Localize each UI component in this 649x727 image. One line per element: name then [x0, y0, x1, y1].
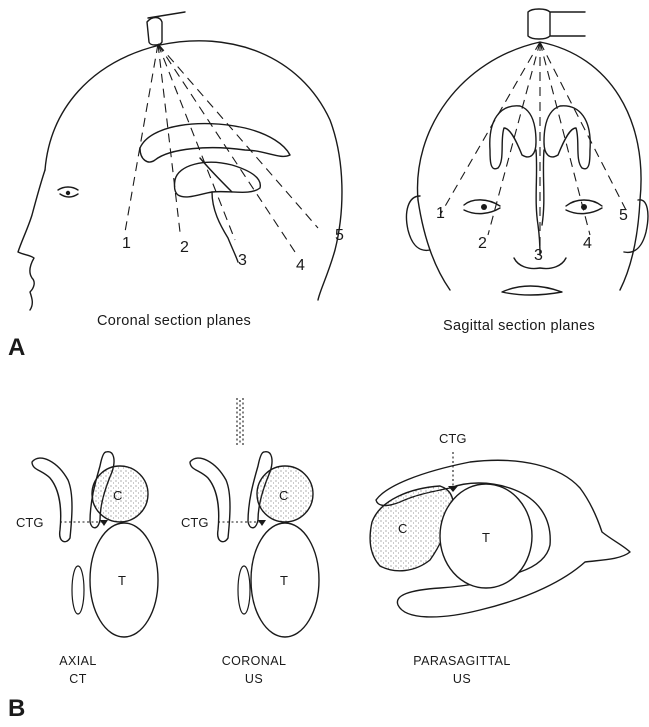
coronal-us-caption-line2: US — [245, 672, 263, 686]
sagittal-plane-5: 5 — [619, 207, 628, 224]
coronal-us-caption-line1: CORONAL — [222, 654, 287, 668]
axial-c-label: C — [113, 488, 122, 503]
sagittal-plane-1: 1 — [436, 205, 445, 222]
axial-caption-line2: CT — [69, 672, 86, 686]
parasagittal-c-label: C — [398, 521, 407, 536]
coronal-plane-4: 4 — [296, 257, 305, 274]
axial-t-label: T — [118, 573, 126, 588]
coronal-head-profile — [18, 12, 342, 310]
sagittal-caption: Sagittal section planes — [443, 318, 595, 334]
axial-caption-line1: AXIAL — [59, 654, 96, 668]
panel-label-a: A — [8, 334, 25, 361]
coronal-plane-3: 3 — [238, 252, 247, 269]
parasagittal-t-label: T — [482, 530, 490, 545]
parasagittal-caption-line2: US — [453, 672, 471, 686]
parasagittal-caption-line1: PARASAGITTAL — [413, 654, 510, 668]
coronal-caption: Coronal section planes — [97, 313, 251, 329]
coronal-us-diagram — [190, 398, 319, 637]
sagittal-plane-2: 2 — [478, 235, 487, 252]
coronal-us-t-label: T — [280, 573, 288, 588]
coronal-us-ctg-label: CTG — [181, 515, 208, 530]
coronal-plane-1: 1 — [122, 235, 131, 252]
sagittal-head-front — [407, 9, 648, 295]
coronal-plane-2: 2 — [180, 239, 189, 256]
sagittal-plane-3: 3 — [534, 247, 543, 264]
coronal-plane-5: 5 — [335, 227, 344, 244]
parasagittal-ctg-label: CTG — [439, 431, 466, 446]
sagittal-section-lines — [440, 42, 626, 248]
sagittal-plane-4: 4 — [583, 235, 592, 252]
parasagittal-us-diagram — [370, 452, 630, 617]
panel-label-b: B — [8, 695, 25, 722]
axial-ct-diagram — [32, 452, 158, 637]
coronal-us-c-label: C — [279, 488, 288, 503]
axial-ctg-label: CTG — [16, 515, 43, 530]
